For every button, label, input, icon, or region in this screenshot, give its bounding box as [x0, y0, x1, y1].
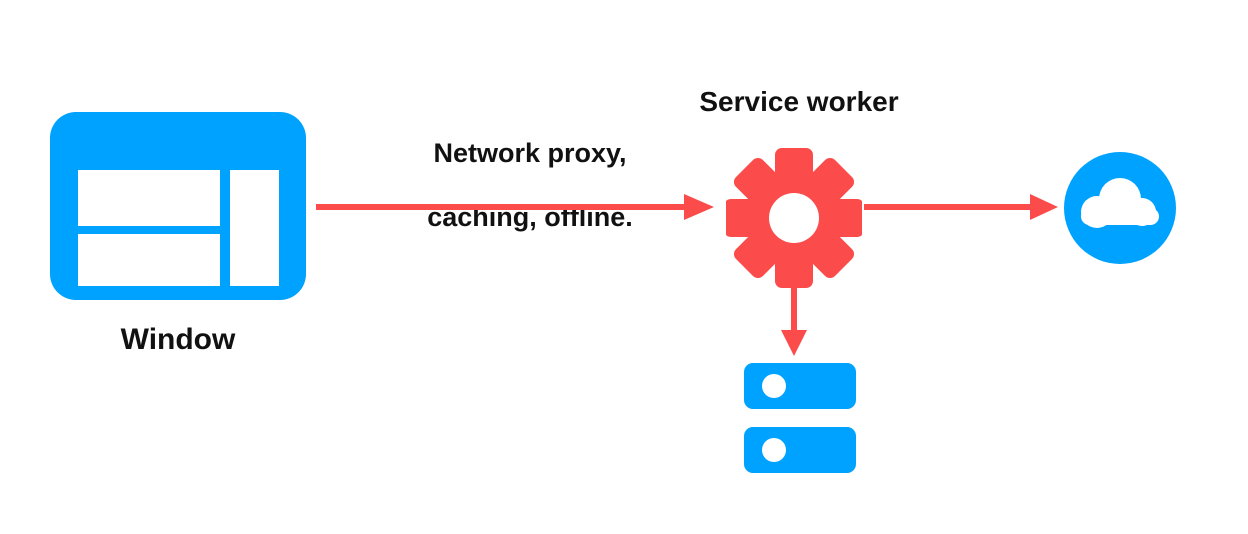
window-pane-right: [230, 170, 279, 286]
gear-icon: [724, 148, 864, 288]
cloud-icon: [1064, 152, 1176, 264]
server-indicator-bottom: [762, 438, 786, 462]
server-indicator-top: [762, 374, 786, 398]
window-pane-top-left: [78, 170, 220, 226]
window-pane-bottom-left: [78, 234, 220, 286]
service-worker-node[interactable]: [724, 148, 864, 288]
window-label: Window: [120, 323, 236, 356]
browser-window-icon: [50, 112, 306, 300]
cloud-node[interactable]: [1064, 152, 1176, 264]
service-worker-title: Service worker: [699, 86, 899, 117]
network-proxy-caption-line1: Network proxy,: [433, 137, 627, 168]
arrow-window-to-service-worker: [316, 194, 714, 220]
server-bar-bottom: [744, 427, 856, 473]
storage-node[interactable]: [744, 363, 856, 475]
arrow-service-worker-to-storage: [781, 286, 807, 356]
server-bar-top: [744, 363, 856, 409]
window-node[interactable]: [50, 112, 306, 300]
arrow-service-worker-to-cloud: [864, 194, 1058, 220]
network-proxy-caption: Network proxy, caching, offline.: [380, 106, 650, 265]
